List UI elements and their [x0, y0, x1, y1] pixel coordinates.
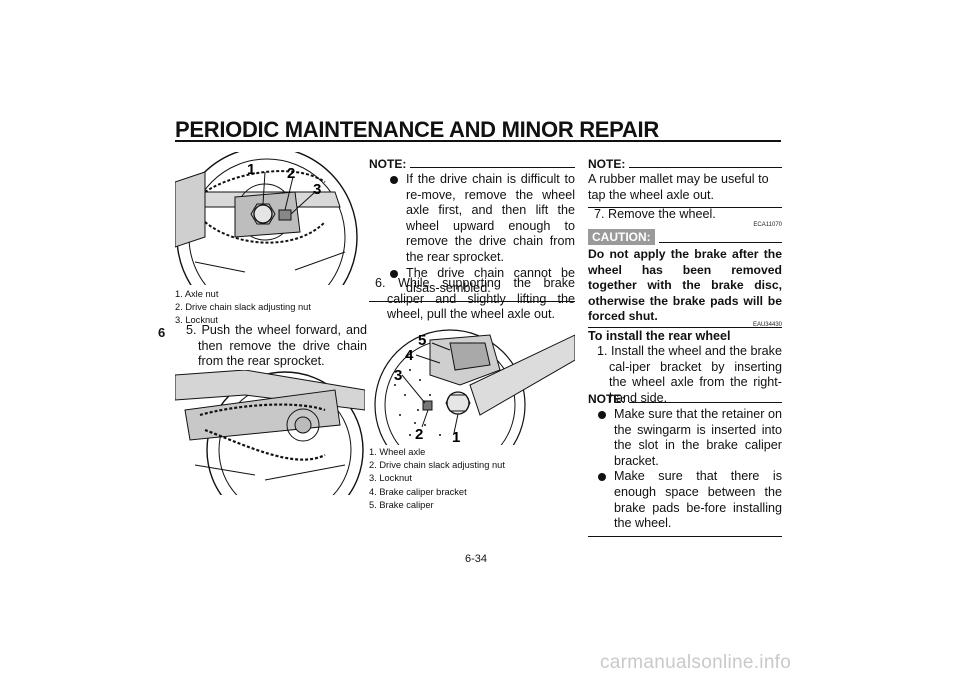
caption-line: 2. Drive chain slack adjusting nut: [369, 460, 505, 471]
section-subhead: To install the rear wheel: [588, 329, 731, 343]
note-block-1: NOTE: If the drive chain is difficult to…: [369, 157, 575, 302]
step-7: 7. Remove the wheel.: [594, 207, 716, 221]
figure-brake-caliper: 5 4 3 2 1: [370, 315, 576, 481]
figure3-callout: 1: [452, 429, 460, 445]
note-header: NOTE:: [588, 157, 782, 171]
figure1-callout: 2: [287, 165, 295, 182]
note-end-rule: [369, 300, 575, 302]
caption-line: 1. Wheel axle: [369, 447, 426, 457]
bullet-icon: [598, 411, 606, 419]
note-bullet-text: Make sure that there is enough space bet…: [614, 469, 782, 531]
figure-rear-wheel-axle: 1 2 3: [174, 146, 365, 328]
note-block-2: NOTE: A rubber mallet may be useful to t…: [588, 157, 782, 209]
note-text: A rubber mallet may be useful to tap the…: [588, 172, 769, 202]
caution-label: CAUTION:: [588, 229, 655, 245]
caption-line: 4. Brake caliper bracket: [369, 486, 467, 497]
step-1: 1. Install the wheel and the brake cal-i…: [597, 344, 782, 405]
caution-text: Do not apply the brake after the wheel h…: [588, 247, 782, 324]
note-bullet: If the drive chain is difficult to re-mo…: [390, 172, 575, 266]
note-label: NOTE:: [588, 392, 626, 406]
caption-line: 3. Locknut: [175, 315, 218, 326]
figure1-callout: 3: [313, 181, 321, 198]
figure3-callout: 2: [415, 426, 423, 443]
page-title: PERIODIC MAINTENANCE AND MINOR REPAIR: [175, 117, 659, 142]
bullet-icon: [390, 176, 398, 184]
note-label: NOTE:: [369, 157, 407, 171]
bullet-icon: [390, 269, 398, 278]
bullet-icon: [598, 473, 606, 482]
note-bullet: The drive chain cannot be disas-sembled.: [390, 266, 575, 297]
note-bullet: Make sure that the retainer on the swing…: [598, 407, 782, 469]
caution-header: CAUTION:: [588, 229, 782, 245]
reference-code: EAU34430: [752, 322, 782, 328]
caution-block: CAUTION: Do not apply the brake after th…: [588, 229, 782, 328]
note-bullet: Make sure that there is enough space bet…: [598, 469, 782, 531]
caption-line: 3. Locknut: [369, 473, 412, 484]
watermark: carmanualsonline.info: [600, 652, 792, 673]
figure3-callout: 3: [394, 367, 402, 384]
figure3-callout: 4: [405, 347, 414, 364]
figure3-captions: 1. Wheel axle 2. Drive chain slack adjus…: [369, 446, 575, 512]
note-end-rule: [588, 207, 782, 209]
caption-line: 2. Drive chain slack adjusting nut: [175, 302, 311, 313]
figure1-captions: 1. Axle nut 2. Drive chain slack adjusti…: [175, 288, 375, 328]
caption-line: 5. Brake caliper: [369, 499, 434, 510]
note-end-rule: [588, 535, 782, 537]
figure1-callout: 1: [247, 161, 255, 178]
page-number: 6-34: [465, 553, 488, 565]
note-header: NOTE:: [369, 157, 575, 171]
step-5: 5. Push the wheel forward, and then remo…: [186, 323, 367, 369]
step-6: 6. While supporting the brake caliper an…: [375, 276, 575, 322]
note-block-3: NOTE: Make sure that the retainer on the…: [588, 392, 782, 537]
figure-drive-chain-removal: [174, 369, 366, 529]
reference-code: ECA11070: [753, 222, 782, 228]
note-header: NOTE:: [588, 392, 782, 406]
chapter-tab: 6: [158, 325, 166, 340]
note-bullet-text: Make sure that the retainer on the swing…: [614, 407, 783, 468]
caption-line: 1. Axle nut: [175, 289, 219, 299]
caution-end-rule: [588, 326, 782, 328]
note-bullet-text: If the drive chain is difficult to re-mo…: [406, 172, 575, 264]
note-bullet-text: The drive chain cannot be disas-sembled.: [406, 265, 575, 296]
title-rule: [175, 140, 781, 142]
figure3-callout: 5: [418, 332, 426, 349]
note-label: NOTE:: [588, 157, 626, 171]
